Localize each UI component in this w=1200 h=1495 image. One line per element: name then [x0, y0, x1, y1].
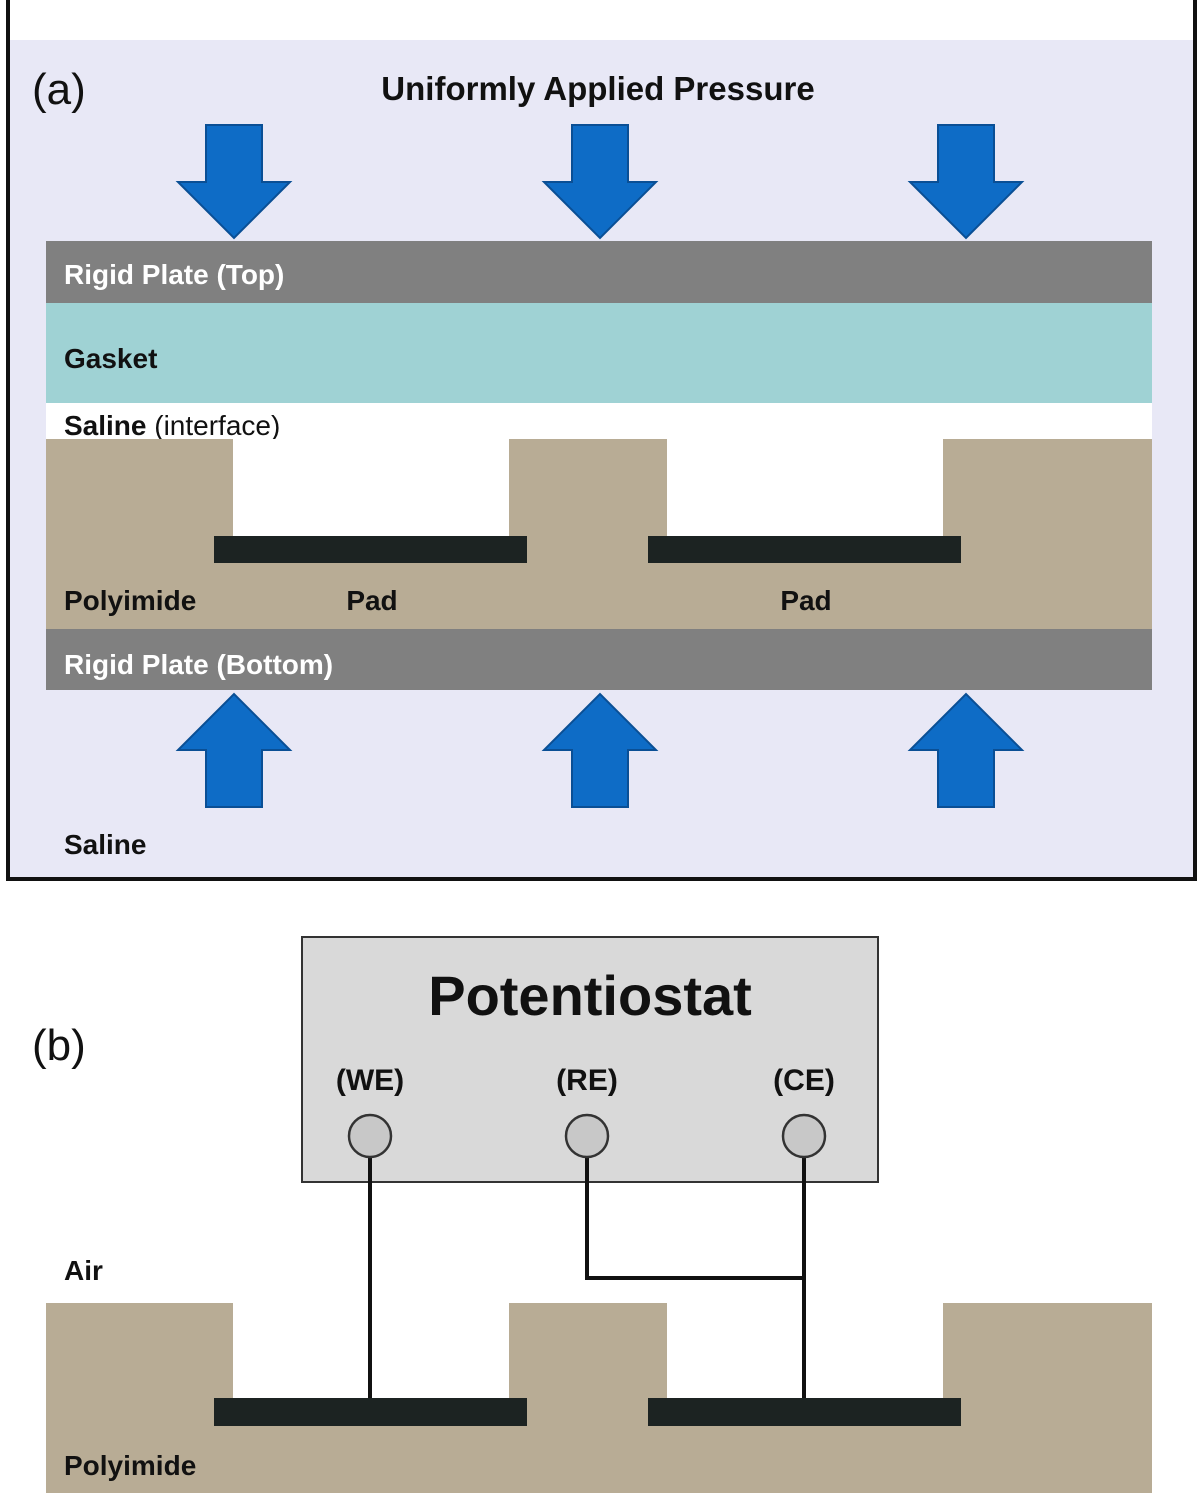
terminal-connector-ce [781, 1113, 827, 1159]
pressure-title: Uniformly Applied Pressure [381, 70, 814, 107]
up-arrow-icon [541, 692, 659, 808]
gasket-label: Gasket [64, 343, 157, 374]
up-arrow-icon [907, 692, 1025, 808]
panel-a: (a) Uniformly Applied Pressure Rigid Pla… [6, 0, 1197, 881]
re-wire [585, 1156, 804, 1280]
bottom-plate-label: Rigid Plate (Bottom) [64, 649, 333, 680]
gasket-layer [46, 303, 1152, 403]
panel-b-label: (b) [32, 1021, 86, 1070]
down-arrow-icon [541, 124, 659, 240]
polyimide-substrate [46, 1303, 1152, 1493]
electrode-pad [214, 536, 527, 563]
down-arrow-icon [907, 124, 1025, 240]
polyimide-substrate [46, 439, 1152, 629]
top-plate-label: Rigid Plate (Top) [64, 259, 284, 290]
top-rigid-plate [46, 241, 1152, 303]
electrode-pad [648, 1398, 961, 1426]
panel-b: (b) Potentiostat (WE) (RE) (CE) Air Poly… [32, 936, 1152, 1493]
terminal-connector-we [347, 1113, 393, 1159]
electrode-pad [648, 536, 961, 563]
bottom-rigid-plate [46, 629, 1152, 690]
potentiostat-title: Potentiostat [428, 964, 752, 1027]
down-arrow-icon [175, 124, 293, 240]
electrode-pad [214, 1398, 527, 1426]
air-label: Air [64, 1255, 103, 1286]
saline-interface [46, 403, 1152, 439]
up-arrow-icon [175, 692, 293, 808]
polyimide-label: Polyimide [64, 585, 196, 616]
terminal-label-ce: (CE) [773, 1064, 835, 1097]
saline-bottom-label: Saline [64, 829, 146, 860]
terminal-connector-re [564, 1113, 610, 1159]
pad-label: Pad [346, 585, 397, 616]
container-walls [6, 0, 1197, 881]
terminal-label-we: (WE) [336, 1064, 404, 1097]
panel-a-label: (a) [32, 65, 86, 114]
pad-label: Pad [780, 585, 831, 616]
polyimide-label: Polyimide [64, 1450, 196, 1481]
saline-interface-label: Saline (interface) [64, 410, 280, 441]
terminal-label-re: (RE) [556, 1064, 618, 1097]
